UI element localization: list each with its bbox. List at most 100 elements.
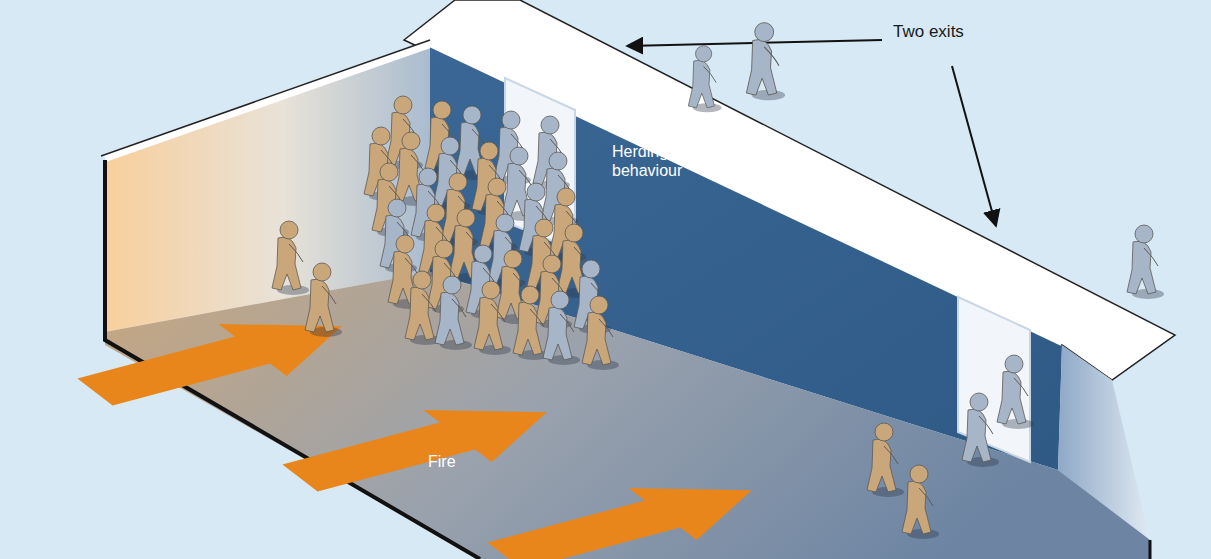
wall-rim	[430, 44, 1062, 343]
person-head	[755, 23, 774, 42]
person-head	[1005, 355, 1023, 373]
person-head	[463, 106, 481, 124]
person-figure	[1127, 225, 1164, 299]
person-arm	[452, 299, 466, 317]
fire-arrow	[77, 324, 341, 405]
person-arm	[1144, 248, 1158, 266]
person-body	[867, 439, 896, 492]
person-head	[280, 221, 298, 239]
person-head	[427, 204, 445, 222]
person-head	[435, 240, 453, 258]
person-figure	[513, 286, 550, 360]
person-arm	[599, 319, 613, 337]
fire-arrow	[487, 488, 751, 559]
person-head	[910, 465, 928, 483]
wall-rim	[105, 44, 430, 158]
person-body	[1127, 241, 1156, 294]
person-head	[504, 250, 522, 268]
person-head	[521, 286, 539, 304]
room-edge	[1149, 540, 1152, 559]
person-figure	[902, 465, 939, 539]
person-head	[535, 219, 553, 237]
fire-arrow	[282, 410, 546, 491]
person-head	[565, 224, 583, 242]
person-arm	[322, 286, 336, 304]
person-head	[502, 111, 520, 129]
person-head	[419, 168, 437, 186]
person-arm	[560, 314, 574, 332]
person-body	[405, 287, 434, 340]
person-figure	[272, 221, 309, 295]
person-head	[482, 281, 500, 299]
person-head	[541, 116, 559, 134]
person-figure	[474, 281, 511, 355]
person-head	[582, 260, 600, 278]
person-body	[688, 60, 714, 108]
person-head	[433, 101, 451, 119]
person-body	[543, 307, 572, 360]
person-head	[551, 291, 569, 309]
person-arm	[764, 47, 779, 66]
person-head	[590, 296, 608, 314]
person-head	[413, 271, 431, 289]
person-head	[557, 188, 575, 206]
person-head	[449, 173, 467, 191]
person-head	[480, 142, 498, 160]
person-head	[372, 127, 390, 145]
person-figure	[405, 271, 442, 345]
person-figure	[997, 355, 1034, 429]
annotation-label: Two exits	[893, 22, 983, 42]
people-group	[272, 23, 1164, 539]
person-head	[527, 183, 545, 201]
person-head	[402, 132, 420, 150]
person-figure	[543, 291, 580, 365]
person-arm	[704, 66, 717, 82]
annotation-label: Herding behaviour	[612, 142, 708, 180]
person-arm	[919, 488, 933, 506]
person-body	[272, 237, 301, 290]
person-body	[582, 312, 611, 365]
person-body	[962, 409, 991, 462]
person-figure	[746, 23, 785, 101]
person-head	[970, 393, 988, 411]
person-arm	[1014, 378, 1028, 396]
person-head	[443, 276, 461, 294]
person-head	[474, 245, 492, 263]
person-head	[313, 263, 331, 281]
person-head	[875, 423, 893, 441]
person-head	[696, 46, 712, 62]
person-arm	[530, 309, 544, 327]
person-head	[388, 199, 406, 217]
person-body	[474, 297, 503, 350]
leader-arrow	[952, 66, 996, 226]
annotation-label: Fire	[428, 452, 488, 471]
person-figure	[582, 296, 619, 370]
person-head	[488, 178, 506, 196]
person-arm	[884, 446, 898, 464]
person-figure	[688, 46, 721, 113]
person-head	[496, 214, 514, 232]
exit-door	[958, 297, 1030, 462]
person-head	[1135, 225, 1153, 243]
person-body	[746, 40, 776, 96]
person-figure	[305, 263, 342, 337]
person-figure	[435, 276, 472, 350]
person-body	[997, 371, 1026, 424]
person-head	[549, 152, 567, 170]
person-arm	[979, 416, 993, 434]
wall-rim	[101, 40, 430, 156]
person-head	[510, 147, 528, 165]
person-body	[513, 302, 542, 355]
person-arm	[422, 294, 436, 312]
fire-arrows	[77, 324, 751, 559]
person-figure	[962, 393, 999, 467]
person-figure	[867, 423, 904, 497]
person-head	[457, 209, 475, 227]
person-body	[305, 279, 334, 332]
person-arm	[289, 244, 303, 262]
person-head	[543, 255, 561, 273]
person-body	[435, 292, 464, 345]
person-head	[441, 137, 459, 155]
person-head	[394, 96, 412, 114]
